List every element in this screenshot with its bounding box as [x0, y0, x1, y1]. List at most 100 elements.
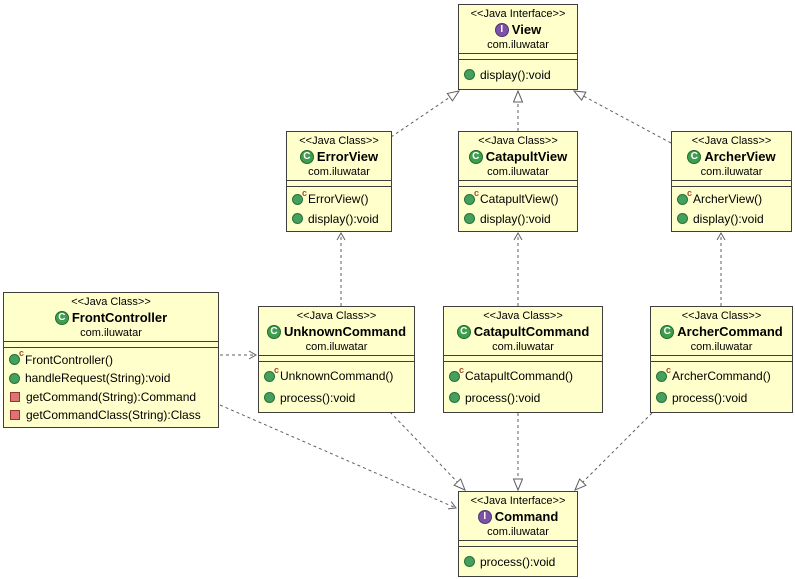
method-row[interactable]: display():void: [292, 210, 386, 228]
method-row[interactable]: process():void: [464, 553, 572, 571]
public-method-icon: [264, 392, 275, 404]
package-label: com.iluwatar: [308, 166, 370, 178]
public-method-icon: [677, 213, 688, 225]
fields-compartment: [259, 355, 414, 362]
methods-compartment: display():void: [459, 60, 577, 89]
edge-dependency-FrontController-to-Command[interactable]: [219, 404, 457, 510]
public-method-icon: [656, 392, 667, 404]
stereotype-label: <<Java Class>>: [299, 135, 379, 147]
class-icon: C: [468, 149, 483, 164]
constructor-icon: c: [464, 188, 479, 205]
class-name: ArcherCommand: [677, 324, 783, 339]
constructor-icon: c: [677, 188, 692, 205]
stereotype-label: <<Java Interface>>: [470, 495, 566, 507]
method-label: process():void: [480, 554, 556, 569]
class-icon: C: [299, 149, 314, 164]
method-row[interactable]: handleRequest(String):void: [9, 369, 213, 387]
method-row[interactable]: getCommandClass(String):Class: [9, 406, 213, 424]
method-row[interactable]: getCommand(String):Command: [9, 388, 213, 406]
stereotype-label: <<Java Class>>: [691, 135, 772, 147]
fields-compartment: [672, 180, 791, 187]
class-name: UnknownCommand: [283, 324, 407, 339]
fields-compartment: [459, 53, 577, 60]
method-row[interactable]: display():void: [464, 210, 572, 228]
class-name: Command: [494, 509, 559, 524]
edge-realization-UnknownCommand-to-Command[interactable]: [389, 411, 465, 490]
method-row[interactable]: display():void: [464, 66, 572, 84]
methods-compartment: process():void: [459, 547, 577, 576]
fields-compartment: [287, 180, 391, 187]
method-row[interactable]: display():void: [677, 210, 786, 228]
class-icon: C: [687, 149, 702, 164]
method-row[interactable]: process():void: [656, 389, 787, 407]
fields-compartment: [651, 355, 792, 362]
edge-realization-ArcherView-to-View[interactable]: [574, 91, 672, 144]
edge-realization-ErrorView-to-View[interactable]: [390, 91, 459, 138]
fields-compartment: [459, 540, 577, 547]
method-label: process():void: [280, 390, 356, 405]
package-label: com.iluwatar: [80, 327, 142, 339]
method-label: CatapultCommand(): [465, 369, 574, 384]
fields-compartment: [444, 355, 602, 362]
method-label: ArcherCommand(): [672, 369, 771, 384]
method-label: FrontController(): [25, 352, 114, 367]
public-method-icon: [9, 372, 20, 384]
method-row[interactable]: process():void: [264, 389, 409, 407]
package-label: com.iluwatar: [492, 341, 554, 353]
stereotype-label: <<Java Class>>: [681, 310, 762, 322]
package-label: com.iluwatar: [487, 39, 549, 51]
method-label: ArcherView(): [693, 192, 763, 207]
class-name: View: [511, 22, 542, 37]
method-label: handleRequest(String):void: [25, 371, 171, 386]
private-method-icon: [10, 410, 20, 421]
class-icon: C: [54, 310, 69, 325]
method-row[interactable]: process():void: [449, 389, 597, 407]
stereotype-label: <<Java Class>>: [478, 135, 558, 147]
method-label: getCommand(String):Command: [26, 389, 197, 404]
method-label: display():void: [480, 67, 551, 82]
stereotype-label: <<Java Class>>: [483, 310, 563, 322]
class-name: FrontController: [71, 310, 168, 325]
method-label: display():void: [480, 211, 551, 226]
class-icon: C: [266, 324, 281, 339]
class-name: ErrorView: [316, 149, 379, 164]
class-name: CatapultCommand: [473, 324, 590, 339]
fields-compartment: [459, 180, 577, 187]
method-label: display():void: [693, 211, 764, 226]
method-label: ErrorView(): [308, 192, 369, 207]
class-icon: C: [660, 324, 675, 339]
package-label: com.iluwatar: [487, 526, 549, 538]
stereotype-label: <<Java Class>>: [71, 296, 151, 308]
edge-realization-ArcherCommand-to-Command[interactable]: [575, 412, 653, 490]
class-name: ArcherView: [704, 149, 776, 164]
constructor-icon: c: [264, 365, 279, 382]
